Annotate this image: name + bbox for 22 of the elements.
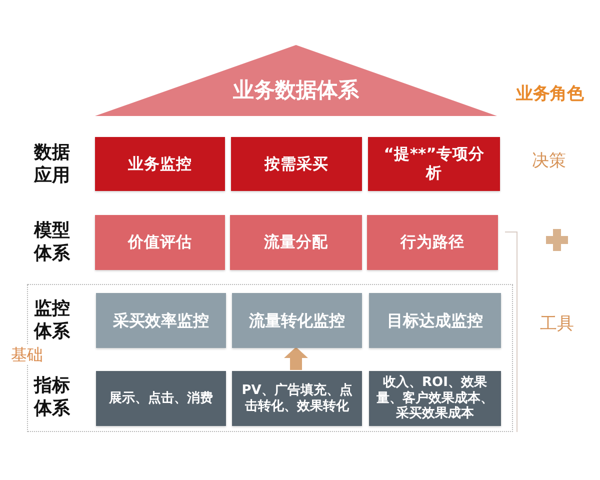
model-box: 行为路径	[367, 215, 498, 270]
indicator-box: 展示、点击、消费	[96, 371, 226, 426]
application-box: 按需采买	[231, 137, 362, 191]
side-label: 工具	[540, 314, 574, 336]
indicator-box: PV、广告填充、点击转化、效果转化	[232, 371, 362, 426]
model-box: 流量分配	[230, 215, 362, 270]
row-label: 模型体系	[34, 220, 71, 265]
indicator-box: 收入、ROI、效果量、客户效果成本、采买效果成本	[369, 371, 501, 426]
roof-triangle: 业务数据体系	[95, 45, 497, 116]
frame-label: 基础	[11, 345, 43, 365]
row-label: 监控体系	[34, 298, 71, 343]
model-box: 价值评估	[95, 215, 225, 270]
monitor-box: 目标达成监控	[369, 293, 501, 348]
application-box: 业务监控	[95, 137, 225, 191]
monitor-box: 流量转化监控	[232, 293, 362, 348]
side-label: 决策	[532, 151, 566, 172]
arrow	[284, 347, 308, 370]
application-box: “提**”专项分析	[368, 137, 500, 191]
row-label: 数据应用	[34, 142, 71, 187]
monitor-box: 采买效率监控	[96, 293, 226, 348]
role-heading: 业务角色	[516, 84, 584, 106]
row-label: 指标体系	[34, 375, 71, 420]
